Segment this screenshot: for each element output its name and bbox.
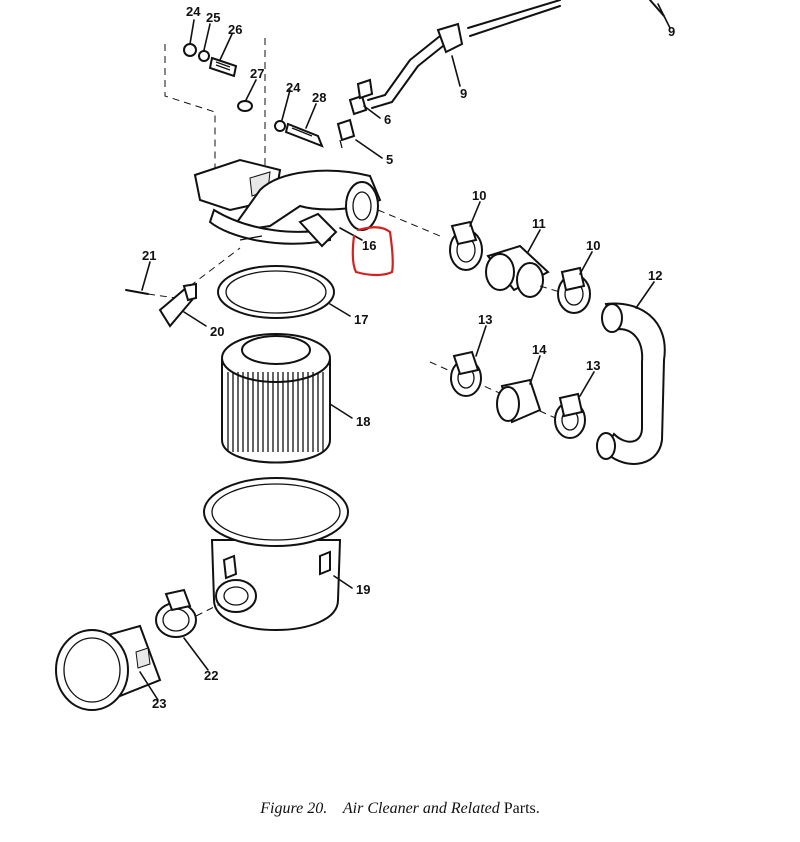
callout-17: 17 <box>354 312 368 327</box>
callout-9b: 9 <box>460 86 467 101</box>
axis-clip <box>189 247 241 287</box>
housing-19 <box>203 477 349 631</box>
callout-6: 6 <box>384 112 391 127</box>
air-cleaner-cover <box>193 158 382 248</box>
bolt-assembly-top <box>164 38 324 185</box>
callout-23: 23 <box>152 696 166 711</box>
fitting-5 <box>336 118 356 149</box>
filter-pleats <box>227 372 324 452</box>
caption-figure-number: Figure 20. <box>260 800 328 817</box>
callout-24a: 24 <box>186 4 201 19</box>
fitting-6 <box>348 78 374 116</box>
inlet-cap-23 <box>55 624 162 711</box>
callout-24b: 24 <box>286 80 301 95</box>
clamp-13-left <box>450 350 482 397</box>
caption-suffix: Parts. <box>503 800 540 817</box>
caption-title: Air Cleaner and Related <box>342 800 500 817</box>
breather-tube <box>367 0 665 109</box>
callout-19: 19 <box>356 582 370 597</box>
clamp-10-left <box>449 220 483 271</box>
callout-22: 22 <box>204 668 218 683</box>
axis-intake <box>195 603 221 617</box>
callout-14: 14 <box>532 342 547 357</box>
callout-25: 25 <box>206 10 220 25</box>
clamp-22 <box>155 588 197 638</box>
clip-20 <box>158 282 197 328</box>
axis-clamp <box>539 285 561 293</box>
callout-13a: 13 <box>478 312 492 327</box>
clamp-10-right <box>557 266 591 314</box>
axis-outlet <box>377 209 441 237</box>
adapter-11 <box>485 244 550 298</box>
elbow-hose-12 <box>596 302 666 465</box>
clamp-13-right <box>554 392 586 439</box>
highlight-mark-16 <box>351 226 394 277</box>
callout-10b: 10 <box>586 238 600 253</box>
filter-element-18 <box>221 333 331 464</box>
callout-labels: 24 25 26 27 24 28 6 5 9 9 10 11 10 12 16… <box>142 4 675 711</box>
callout-20: 20 <box>210 324 224 339</box>
callout-16: 16 <box>362 238 376 253</box>
callout-13b: 13 <box>586 358 600 373</box>
callout-10a: 10 <box>472 188 486 203</box>
callout-5: 5 <box>386 152 393 167</box>
figure-caption: Figure 20. Air Cleaner and Related Parts… <box>0 800 800 818</box>
gasket-17 <box>217 265 335 319</box>
callout-18: 18 <box>356 414 370 429</box>
callout-27: 27 <box>250 66 264 81</box>
callout-28: 28 <box>312 90 326 105</box>
hose-14 <box>496 378 542 424</box>
axis-lower <box>429 361 561 421</box>
leader-lines <box>139 3 671 701</box>
callout-9a: 9 <box>668 24 675 39</box>
callout-21: 21 <box>142 248 156 263</box>
callout-12: 12 <box>648 268 662 283</box>
callout-11: 11 <box>532 216 546 231</box>
pin-21 <box>125 289 191 301</box>
callout-26: 26 <box>228 22 242 37</box>
